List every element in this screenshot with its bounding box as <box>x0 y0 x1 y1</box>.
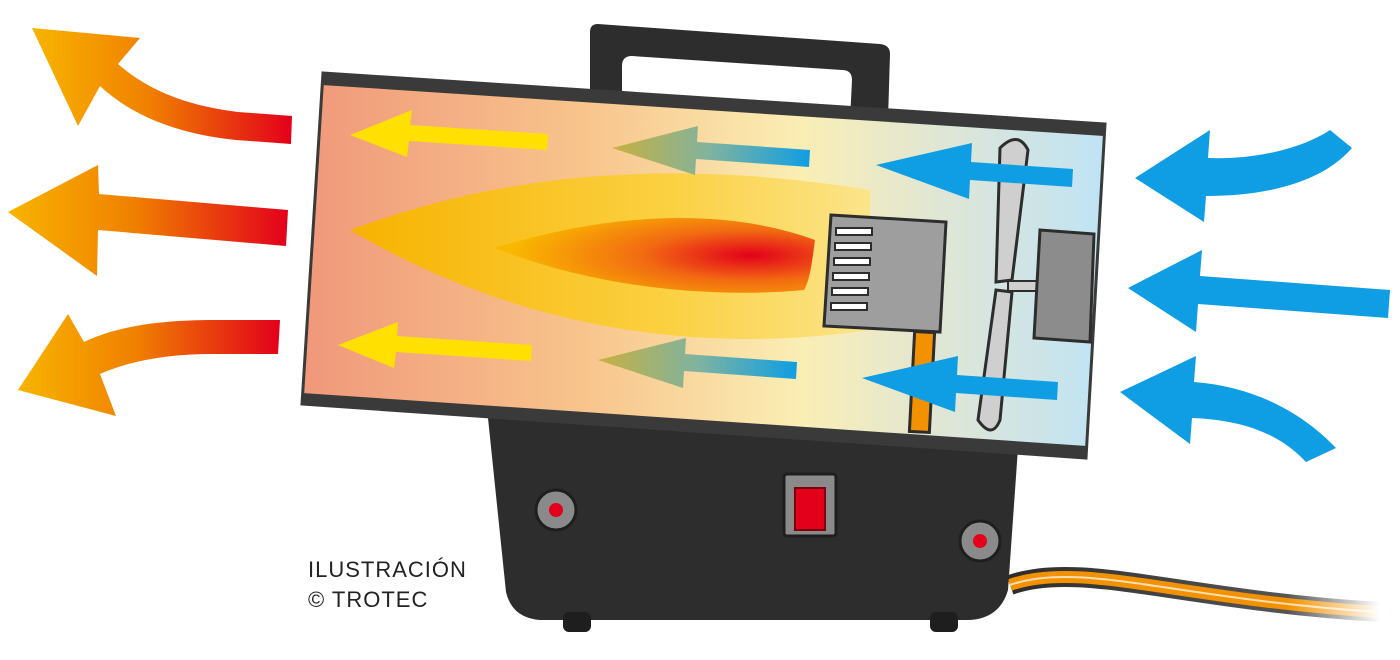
foot-right <box>930 612 958 632</box>
knob-icon[interactable] <box>958 519 1002 563</box>
handle-icon[interactable] <box>590 24 890 120</box>
cold-air-arrow <box>862 143 1073 412</box>
power-cable <box>1006 566 1381 622</box>
foot-left <box>563 612 591 632</box>
hot-air-arrow <box>338 110 548 368</box>
motor-icon <box>1007 228 1096 344</box>
hot-air-outflow <box>8 28 292 416</box>
credit-line-1: ILUSTRACIÓN <box>308 557 467 582</box>
credit-line-2: © TROTEC <box>308 587 429 612</box>
flame <box>350 173 870 340</box>
power-switch-icon[interactable] <box>782 472 838 538</box>
heater-base <box>488 418 1018 632</box>
illustration-credit: ILUSTRACIÓN © TROTEC <box>308 555 467 615</box>
cold-air-inflow <box>1120 130 1390 462</box>
mixed-air-arrow <box>598 126 810 388</box>
knob-icon[interactable] <box>534 488 578 532</box>
